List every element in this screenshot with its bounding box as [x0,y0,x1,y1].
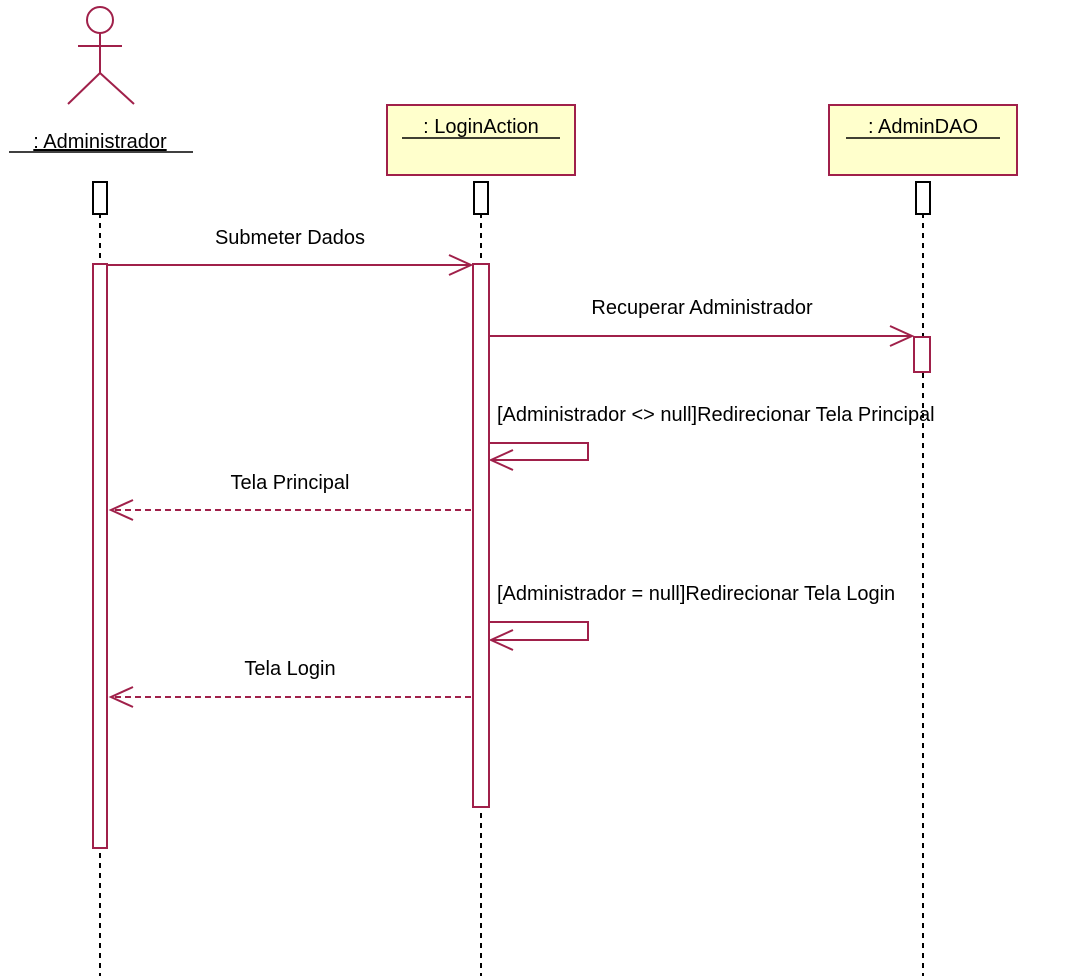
actor-administrador[interactable]: : Administrador [9,6,193,153]
login-action-box[interactable] [386,104,576,176]
return-tela-login[interactable]: Tela Login [108,658,471,708]
object-login-action[interactable]: : LoginAction [386,104,576,176]
self-message-redirecionar-login-arrowhead-icon [488,629,514,651]
activation-administrador[interactable] [92,263,108,849]
self-message-redirecionar-principal-arrowhead-icon [488,449,514,471]
self-message-redirecionar-login-line [489,621,589,641]
self-message-redirecionar-login[interactable]: [Administrador = null]Redirecionar Tela … [488,583,895,651]
message-submeter-dados[interactable]: Submeter Dados [107,227,474,276]
return-tela-principal-arrowhead-icon [108,499,134,521]
message-recuperar-administrador[interactable]: Recuperar Administrador [489,297,915,347]
self-message-redirecionar-login-label: [Administrador = null]Redirecionar Tela … [497,583,895,605]
object-admin-dao[interactable]: : AdminDAO [828,104,1018,176]
message-recuperar-administrador-label: Recuperar Administrador [591,297,813,319]
return-tela-login-arrowhead-icon [108,686,134,708]
login-action-label: : LoginAction [423,116,539,138]
self-message-redirecionar-principal-label: [Administrador <> null]Redirecionar Tela… [497,404,935,426]
message-recuperar-administrador-arrowhead-icon [889,325,915,347]
activation-admin-dao[interactable] [913,336,931,373]
actor-head-icon [86,6,114,34]
activation-login-action[interactable] [472,263,490,808]
return-tela-login-label: Tela Login [244,658,335,680]
actor-right-leg-icon [99,72,135,105]
lifeline-marker-administrador [92,181,108,215]
return-tela-principal-label: Tela Principal [231,472,350,494]
lifeline-marker-login-action [473,181,489,215]
message-submeter-dados-arrowhead-icon [448,254,474,276]
message-submeter-dados-label: Submeter Dados [215,227,365,249]
actor-administrador-label: : Administrador [33,131,167,153]
admin-dao-label: : AdminDAO [868,116,978,138]
return-tela-principal[interactable]: Tela Principal [108,472,471,521]
admin-dao-box[interactable] [828,104,1018,176]
lifeline-marker-admin-dao [915,181,931,215]
self-message-redirecionar-principal-line [489,442,589,461]
self-message-redirecionar-principal[interactable]: [Administrador <> null]Redirecionar Tela… [488,404,935,471]
actor-left-leg-icon [67,72,101,105]
